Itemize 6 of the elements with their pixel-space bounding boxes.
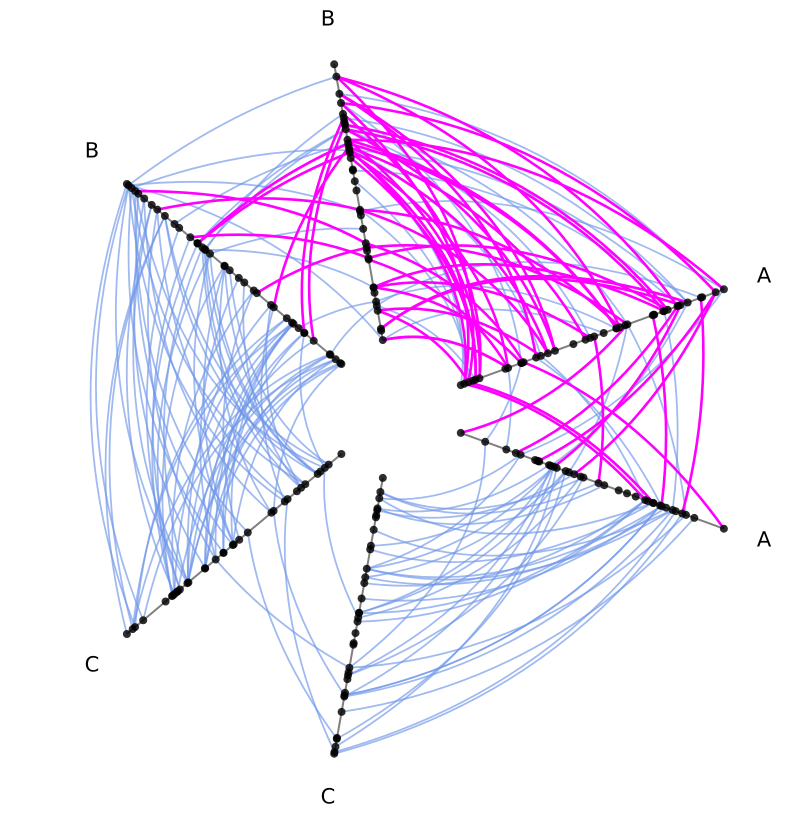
axis-label: A (756, 530, 772, 550)
axis-label: A (756, 266, 772, 286)
axis-label: C (320, 786, 336, 808)
axis-label: B (84, 140, 100, 162)
axis-label: C (84, 654, 100, 676)
axis-label: B (320, 8, 336, 30)
